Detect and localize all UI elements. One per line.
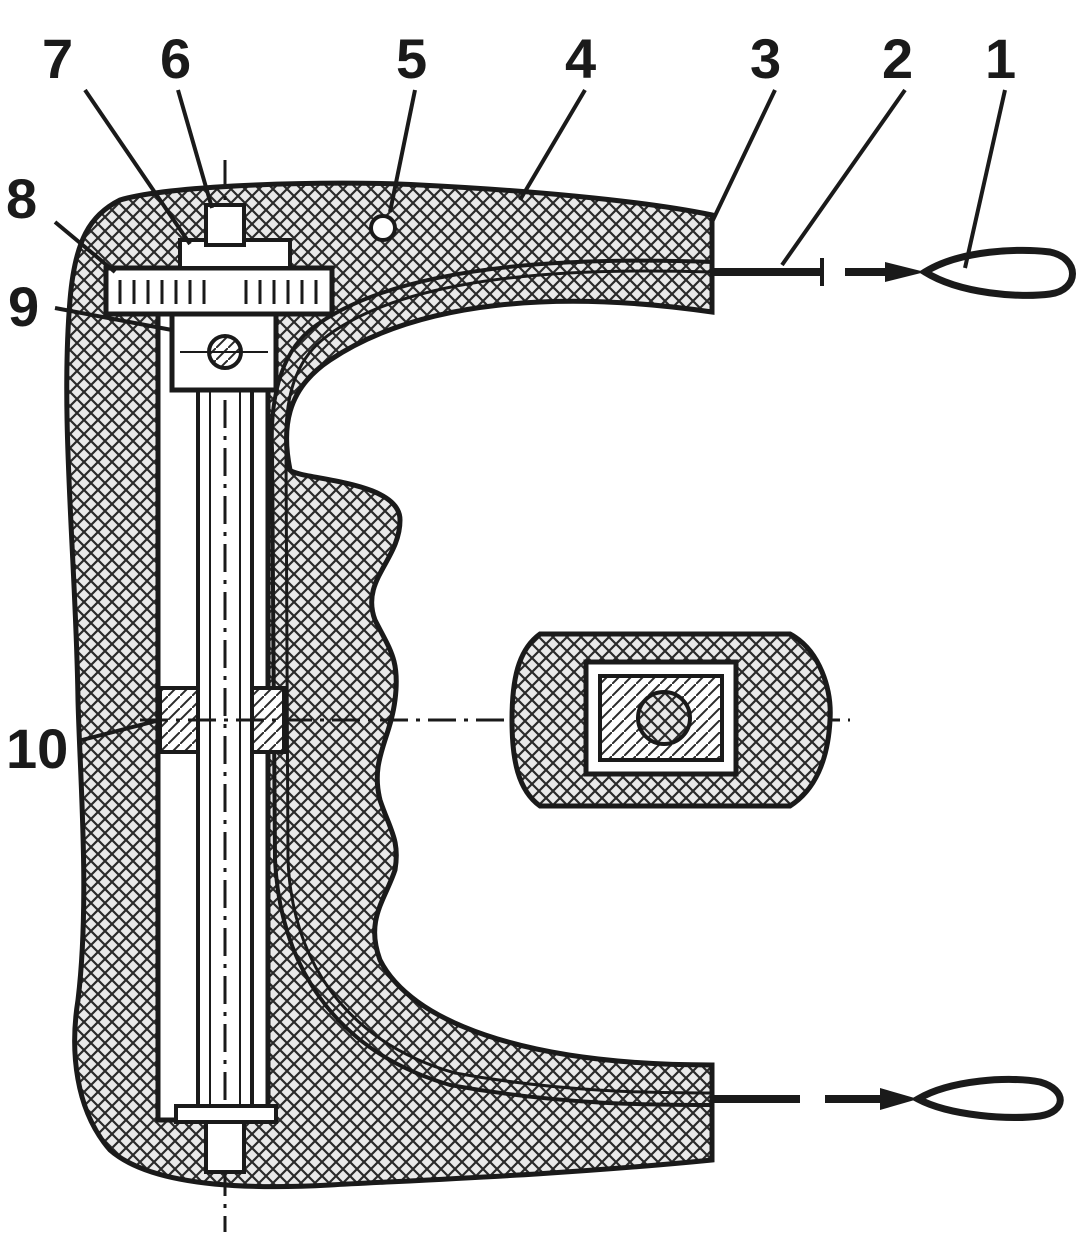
callout-8: 8 (6, 167, 37, 230)
cable-channel-top-inner (284, 269, 713, 861)
leader-3 (710, 89, 777, 223)
cable-channel-top (269, 258, 713, 861)
bottom-cable-loop (910, 1075, 1064, 1121)
bottom-cable-cone (880, 1088, 918, 1110)
callout-4: 4 (565, 27, 596, 90)
leader-lines (53, 88, 1007, 742)
leader-4 (518, 88, 587, 202)
section-rod (636, 690, 692, 746)
leader-5 (388, 89, 417, 213)
screw-head (204, 203, 246, 247)
cable-channel-bottom-inner (286, 859, 713, 1095)
leader-9 (54, 306, 173, 332)
callout-1: 1 (985, 27, 1016, 90)
bottom-screw (174, 1104, 278, 1124)
callout-5: 5 (396, 27, 427, 90)
leader-8 (53, 220, 117, 274)
bottom-screw-stem (204, 1120, 246, 1174)
callout-3: 3 (750, 27, 781, 90)
callout-6: 6 (160, 27, 191, 90)
top-cable-loop (918, 246, 1076, 299)
callout-2: 2 (882, 27, 913, 90)
leader-10 (81, 718, 161, 742)
scale-ticks (118, 280, 318, 304)
leader-1 (963, 89, 1007, 269)
scale-bar (103, 265, 335, 317)
leader-6 (176, 89, 214, 209)
callout-9: 9 (8, 275, 39, 338)
rivet (369, 214, 397, 242)
cable-channel-bottom (273, 859, 713, 1107)
top-cable-cone (885, 262, 925, 282)
leader-2 (780, 88, 907, 267)
section-insert (598, 674, 724, 762)
callout-7: 7 (42, 27, 73, 90)
leader-7 (83, 88, 192, 246)
callout-10: 10 (6, 717, 68, 780)
